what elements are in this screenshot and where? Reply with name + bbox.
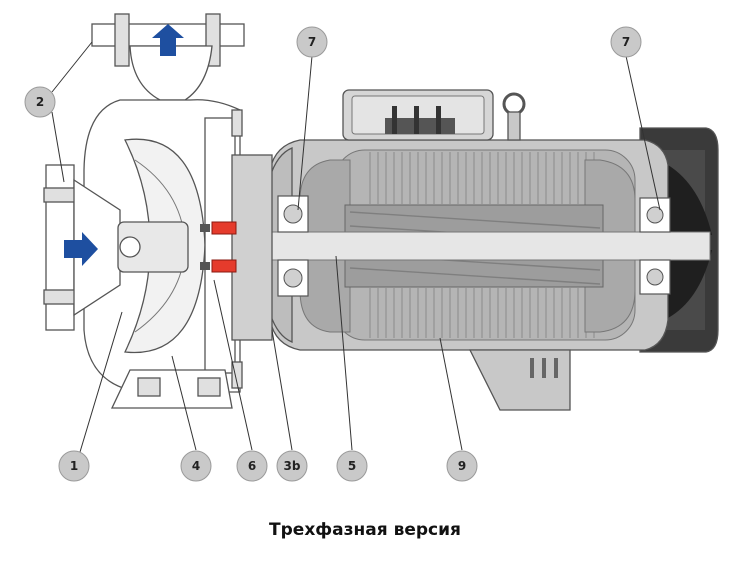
terminal-pin: [436, 106, 441, 134]
lifting-eye-base: [507, 111, 521, 141]
inlet-neck: [73, 178, 121, 317]
callout-9-label: 9: [458, 459, 466, 473]
flange-bolt: [114, 13, 130, 67]
callout-3b: 3b: [276, 450, 308, 482]
callout-3b-label: 3b: [284, 459, 301, 473]
motor-foot-slot: [542, 358, 546, 378]
foot-bolt: [137, 377, 161, 397]
fan-blade: [668, 165, 712, 235]
callout-5: 5: [336, 450, 368, 482]
bearing-front: [277, 195, 309, 297]
fan-blade: [668, 250, 712, 318]
pump-casing: [43, 13, 273, 409]
diagram-caption: Трехфазная версия: [269, 520, 461, 540]
arrow-right-icon: [64, 232, 98, 266]
callout-7-rear: 7: [610, 26, 642, 58]
callout-4-label: 4: [192, 459, 200, 473]
callout-5-label: 5: [348, 459, 356, 473]
callout-6: 6: [236, 450, 268, 482]
leader-lines: [51, 41, 661, 453]
back-plate: [204, 117, 236, 374]
terminal-box: [342, 89, 494, 141]
impeller-hub: [117, 221, 189, 273]
bearing-rear: [639, 197, 671, 295]
casing-bolt: [231, 361, 243, 389]
callout-7-rear-label: 7: [622, 35, 630, 49]
callout-2: 2: [24, 86, 56, 118]
motor-foot-slot: [554, 358, 558, 378]
stator-laminations: [369, 152, 595, 338]
adapter-bracket: [231, 154, 273, 341]
callout-4: 4: [180, 450, 212, 482]
terminal-pin: [392, 106, 397, 134]
lifting-eye: [502, 92, 526, 116]
callout-7-front-label: 7: [308, 35, 316, 49]
foot-bolt: [197, 377, 221, 397]
arrow-up-icon: [152, 24, 184, 56]
callout-7-front: 7: [296, 26, 328, 58]
terminal-pin: [414, 106, 419, 134]
callout-9: 9: [446, 450, 478, 482]
motor-foot-slot: [530, 358, 534, 378]
callout-2-label: 2: [36, 95, 44, 109]
callout-1: 1: [58, 450, 90, 482]
casing-bolt: [231, 109, 243, 137]
impeller-nut: [119, 236, 141, 258]
callout-6-label: 6: [248, 459, 256, 473]
mechanical-seal: [200, 221, 237, 273]
callout-1-label: 1: [70, 459, 78, 473]
